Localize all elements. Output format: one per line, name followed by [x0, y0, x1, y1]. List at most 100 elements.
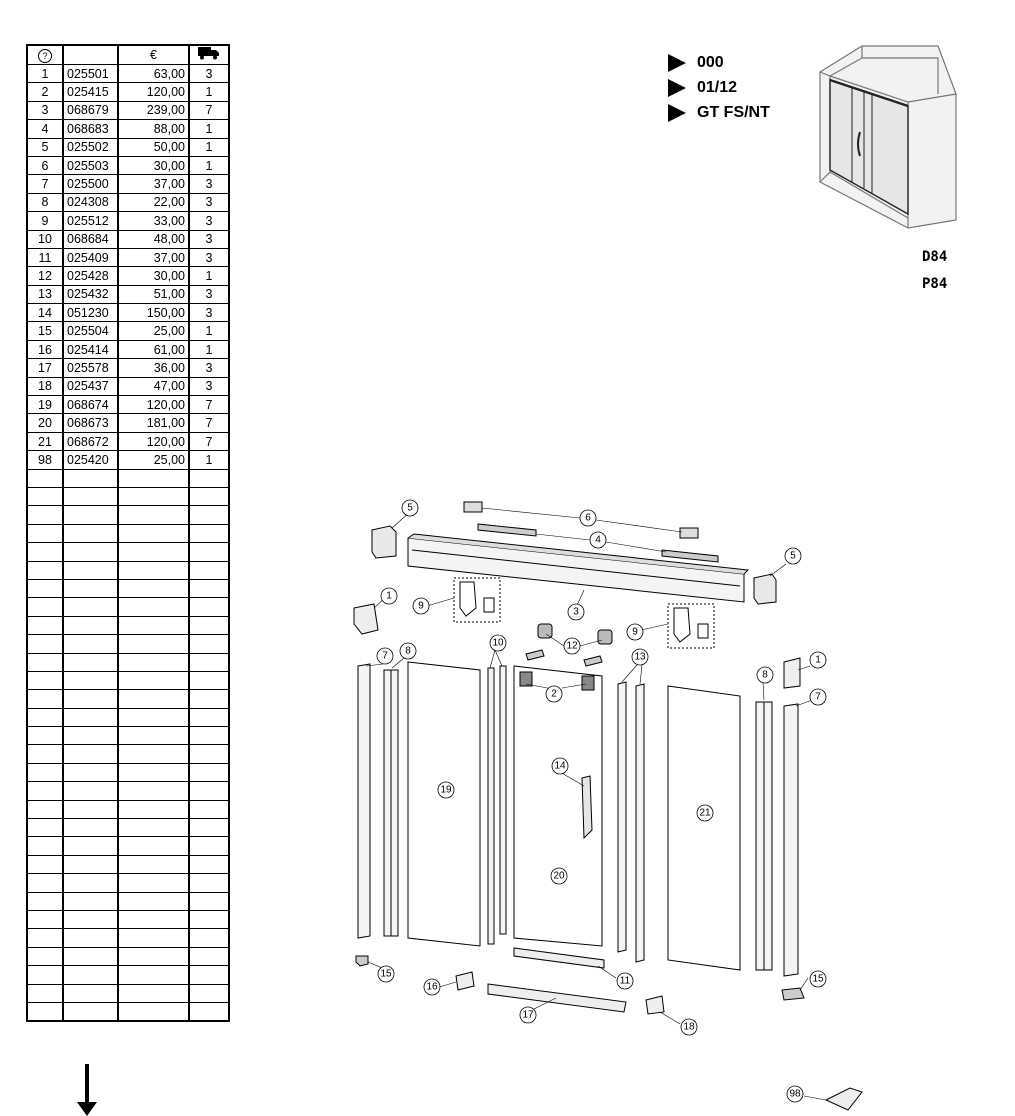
part-code-cell: 068683 — [62, 119, 119, 139]
empty-cell — [117, 689, 190, 709]
price-cell: 36,00 — [117, 358, 190, 378]
svg-text:15: 15 — [812, 974, 824, 985]
empty-cell — [26, 634, 64, 654]
empty-cell — [62, 726, 119, 746]
empty-cell — [117, 873, 190, 893]
part-code-cell: 025501 — [62, 63, 119, 84]
position-cell: 13 — [26, 284, 64, 305]
empty-table-row — [26, 560, 230, 580]
empty-cell — [188, 946, 230, 967]
callout-2: 2 — [545, 685, 563, 703]
empty-cell — [26, 542, 64, 562]
empty-table-row — [26, 799, 230, 820]
empty-cell — [26, 707, 64, 728]
callout-14: 14 — [551, 757, 569, 775]
callout-4: 4 — [589, 531, 607, 549]
callout-13: 13 — [631, 648, 649, 666]
callout-5: 5 — [784, 547, 802, 565]
empty-cell — [188, 983, 230, 1003]
empty-table-row — [26, 854, 230, 875]
position-column-header: ? — [26, 44, 64, 65]
info-line-date: 01/12 — [668, 75, 770, 100]
empty-cell — [62, 597, 119, 617]
delivery-time-cell: 1 — [188, 266, 230, 286]
empty-cell — [188, 744, 230, 764]
callout-12: 12 — [563, 637, 581, 655]
empty-cell — [62, 818, 119, 838]
empty-table-row — [26, 505, 230, 525]
empty-cell — [26, 1001, 64, 1022]
svg-text:2: 2 — [551, 689, 557, 700]
svg-text:1: 1 — [386, 591, 392, 602]
empty-cell — [62, 891, 119, 911]
price-cell: 30,00 — [117, 155, 190, 176]
price-cell: 22,00 — [117, 192, 190, 213]
empty-cell — [188, 468, 230, 488]
empty-cell — [117, 652, 190, 672]
empty-cell — [26, 873, 64, 893]
empty-cell — [62, 781, 119, 801]
delivery-time-cell: 3 — [188, 192, 230, 213]
callout-8: 8 — [399, 642, 417, 660]
callout-9: 9 — [626, 623, 644, 641]
empty-table-row — [26, 873, 230, 893]
part-code-cell: 025500 — [62, 174, 119, 194]
part-code-cell: 025414 — [62, 339, 119, 360]
position-cell: 15 — [26, 321, 64, 341]
delivery-column-header — [188, 44, 230, 65]
empty-cell — [62, 578, 119, 599]
empty-cell — [188, 652, 230, 672]
empty-cell — [62, 689, 119, 709]
callout-5: 5 — [401, 499, 419, 517]
document-info: 000 01/12 GT FS/NT — [668, 50, 770, 125]
delivery-time-cell: 1 — [188, 82, 230, 102]
empty-cell — [188, 670, 230, 691]
code-d: D84 — [922, 249, 948, 265]
empty-cell — [62, 707, 119, 728]
empty-cell — [117, 1001, 190, 1022]
svg-text:20: 20 — [553, 871, 565, 882]
delivery-time-cell: 3 — [188, 174, 230, 194]
empty-cell — [117, 781, 190, 801]
svg-text:9: 9 — [632, 627, 638, 638]
empty-table-row — [26, 726, 230, 746]
empty-cell — [62, 762, 119, 783]
top-rail — [407, 537, 745, 603]
empty-cell — [188, 781, 230, 801]
position-cell: 11 — [26, 247, 64, 268]
callout-20: 20 — [550, 867, 568, 885]
empty-cell — [62, 634, 119, 654]
empty-cell — [62, 744, 119, 764]
price-cell: 239,00 — [117, 100, 190, 121]
svg-text:7: 7 — [815, 692, 821, 703]
callout-10: 10 — [489, 634, 507, 652]
empty-cell — [188, 965, 230, 985]
empty-cell — [117, 909, 190, 930]
product-codes: D84 P84 — [922, 244, 947, 298]
position-cell: 18 — [26, 376, 64, 397]
delivery-time-cell: 7 — [188, 395, 230, 415]
empty-table-row — [26, 615, 230, 636]
delivery-time-cell: 7 — [188, 100, 230, 121]
empty-cell — [117, 486, 190, 507]
triangle-bullet-icon — [668, 53, 686, 72]
empty-cell — [26, 505, 64, 525]
position-cell: 21 — [26, 431, 64, 452]
empty-table-row — [26, 818, 230, 838]
callout-1: 1 — [380, 587, 398, 605]
svg-text:1: 1 — [815, 655, 821, 666]
empty-cell — [117, 560, 190, 580]
triangle-bullet-icon — [668, 103, 686, 122]
empty-cell — [62, 836, 119, 856]
empty-cell — [62, 965, 119, 985]
part-code-cell: 051230 — [62, 303, 119, 323]
position-cell: 10 — [26, 229, 64, 249]
empty-cell — [117, 946, 190, 967]
